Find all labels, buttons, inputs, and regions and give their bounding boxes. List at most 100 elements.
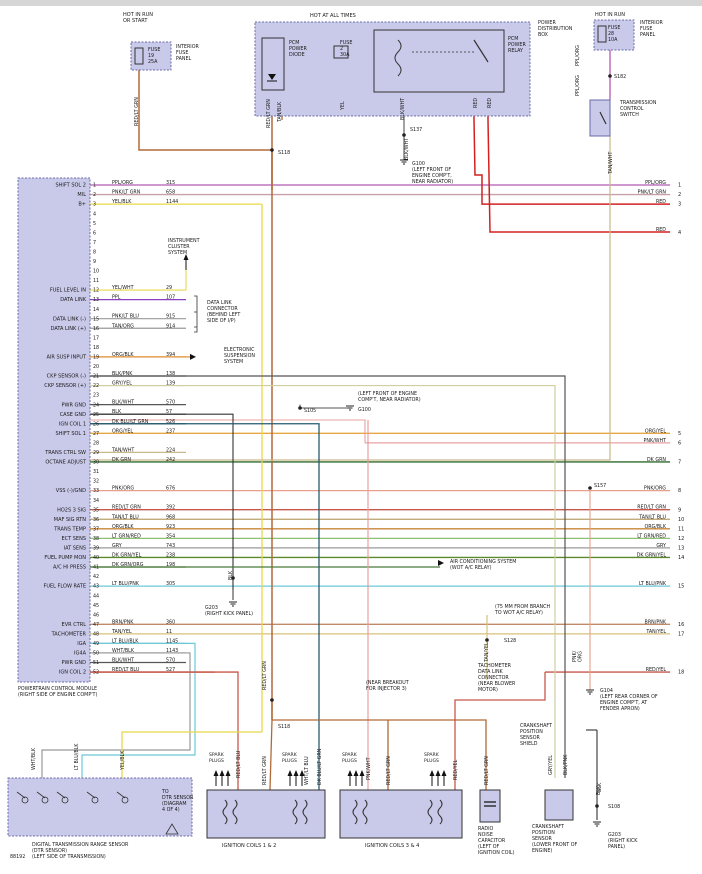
pin-wire-color: PNK/ORG xyxy=(112,486,134,492)
pin-wire-color: BRN/PNK xyxy=(112,619,134,625)
ac-arrow-icon xyxy=(438,560,444,566)
to-dtr-sensor-label: TO xyxy=(161,789,169,795)
pin-circuit: 315 xyxy=(166,180,175,186)
interior-fuse-panel-right-label: FUSE xyxy=(640,26,652,32)
case-gnd xyxy=(90,413,234,590)
right-wire-label: DK GRN xyxy=(647,457,666,463)
spark-plug-icon xyxy=(441,770,447,776)
fuse-28-label: FUSE xyxy=(608,25,620,31)
pin-number: 18 xyxy=(93,345,99,351)
data-link-connector-label: (BEHIND LEFT xyxy=(207,312,240,318)
pin-circuit: 1143 xyxy=(166,648,178,654)
pin-number: 9 xyxy=(93,259,96,265)
pin-wire-color: DK GRN/YEL xyxy=(112,552,142,558)
pin-circuit: 360 xyxy=(166,619,175,625)
pcm-power-relay-label: POWER xyxy=(508,42,526,48)
pin-wire-color: DK GRN xyxy=(112,457,131,463)
pin-wire-color: GRY/YEL xyxy=(112,381,132,387)
wire-label: WHT/BLK xyxy=(31,747,37,770)
pin-number: 19 xyxy=(93,355,99,361)
pin-circuit: 915 xyxy=(166,314,175,320)
ignition-coils-3-4-label: IGNITION COILS 3 & 4 xyxy=(365,843,419,849)
blk-pnk-ckp xyxy=(90,375,566,778)
relay-switch-icon xyxy=(473,39,489,63)
wire-label: ORG xyxy=(578,651,584,662)
hot-in-run-label: HOT IN RUN xyxy=(123,12,153,18)
transmission-control-switch-box xyxy=(589,99,611,137)
pin-number: 28 xyxy=(93,440,99,446)
s118-label: S118 xyxy=(278,150,290,156)
data-link-connector-label: DATA LINK xyxy=(207,300,233,306)
tan-wht-tcs xyxy=(90,136,611,461)
s105-dot xyxy=(298,406,302,410)
power-distribution-box-label: BOX xyxy=(538,32,549,38)
ac-system-label: AIR CONDITIONING SYSTEM xyxy=(450,559,516,565)
branch-note-label: TO WOT A/C RELAY) xyxy=(494,610,543,616)
s105-label: S105 xyxy=(304,408,316,414)
wire-label: PNK/WHT xyxy=(366,757,372,780)
right-wire-label: RED/LT GRN xyxy=(637,505,666,511)
pin-wire-color: ORG/YEL xyxy=(112,428,133,434)
ckp-sensor-label: CRANKSHAFT xyxy=(532,824,564,830)
wire-layer xyxy=(41,38,670,820)
g104-label: ENGINE COMP'T, AT xyxy=(600,700,647,706)
red-lt-grn-coil12 xyxy=(269,719,273,791)
pin-number: 39 xyxy=(93,546,99,552)
g100-label: ENGINE COMP'T, xyxy=(412,173,452,179)
pin-circuit: 676 xyxy=(166,486,175,492)
spark-plugs-label: SPARK xyxy=(209,752,225,758)
pin-wire-color: PPL/ORG xyxy=(112,180,133,186)
pin-wire-color: YEL/WHT xyxy=(111,285,134,291)
transmission-control-switch-label: TRANSMISSION xyxy=(619,100,657,106)
pin-circuit: 238 xyxy=(166,552,175,558)
pin-number: 13 xyxy=(93,297,99,303)
pin-number: 50 xyxy=(93,651,99,657)
hot-at-all-times-label: HOT AT ALL TIMES xyxy=(310,13,356,19)
red-lt-grn-s118 xyxy=(270,699,273,720)
right-ref-number: 15 xyxy=(678,584,684,590)
wire-label: TAN/YEL xyxy=(484,642,490,663)
component-layer xyxy=(7,19,635,839)
injector-note-label: FOR INJECTOR 3) xyxy=(366,686,407,692)
wire-label: RED/LT BLU xyxy=(236,750,242,778)
power-distribution-box-label: POWER xyxy=(538,20,556,26)
pin-number: 8 xyxy=(93,249,96,255)
right-wire-label: PNK/WHT xyxy=(643,438,666,444)
spark-plugs-label: PLUGS xyxy=(282,758,297,764)
pin-label: MAF SIG RTN xyxy=(54,517,86,523)
pin-wire-color: WHT/BLK xyxy=(112,648,135,654)
pin-label: FUEL FLOW RATE xyxy=(43,584,86,590)
dtr-contact-icon xyxy=(41,796,49,804)
pin-circuit: 914 xyxy=(166,323,175,329)
pin-circuit: 570 xyxy=(166,658,175,664)
pin-number: 10 xyxy=(93,269,99,275)
pin-number: 25 xyxy=(93,412,99,418)
wht-blk-dtr xyxy=(41,652,191,778)
spark-plug-icon xyxy=(287,770,293,776)
pin-wire-color: RED/LT GRN xyxy=(112,505,141,511)
ckp-shield-label: POSITION xyxy=(520,729,543,735)
pin-wire-color: RED/LT BLU xyxy=(112,667,140,673)
wire-label: RED xyxy=(473,98,479,108)
pin-number: 24 xyxy=(93,402,99,408)
pin-wire-color: ORG/BLK xyxy=(112,524,134,530)
wire-label: PPL/ORG xyxy=(575,75,581,96)
pin-number: 26 xyxy=(93,421,99,427)
pin-number: 20 xyxy=(93,364,99,370)
right-wire-label: GRY xyxy=(656,543,666,549)
right-wire-label: TAN/YEL xyxy=(645,629,666,635)
pin-circuit: 527 xyxy=(166,667,175,673)
right-ref-number: 16 xyxy=(678,622,684,628)
ckp-shield-label: CRANKSHAFT xyxy=(520,723,552,729)
ignition-coils-1-2-label: IGNITION COILS 1 & 2 xyxy=(222,843,276,849)
hot-in-run-label: OR START xyxy=(123,18,148,24)
coil-winding-icon xyxy=(232,799,238,825)
right-wire-label: LT GRN/RED xyxy=(637,533,666,539)
pin-number: 5 xyxy=(93,221,96,227)
fuse-19-label: 19 xyxy=(148,53,154,59)
pin-number: 4 xyxy=(93,211,96,217)
ac-system-label: (WOT A/C RELAY) xyxy=(450,565,492,571)
right-ref-number: 4 xyxy=(678,230,681,236)
spark-plugs-label: SPARK xyxy=(342,752,358,758)
dtr-contact-icon xyxy=(91,796,99,804)
